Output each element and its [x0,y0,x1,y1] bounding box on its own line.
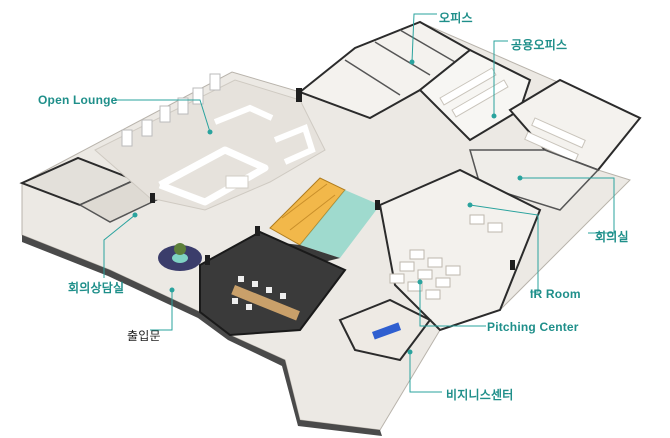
label-entrance: 출입문 [127,329,161,343]
label-pitching-center: Pitching Center [487,320,579,334]
business-desk-blue [372,322,402,340]
label-open-lounge: Open Lounge [38,93,118,107]
lounge-bench [158,146,269,206]
floor-edge [22,235,382,436]
shared-office [418,48,532,142]
leader-lines [103,13,615,393]
plant [174,243,186,255]
pitching-stage [300,190,380,258]
lounge-bench-2 [213,104,274,125]
cafe-chairs [232,276,286,310]
meeting-tables [524,117,586,163]
label-meeting-room: 회의실 [595,230,629,244]
label-office: 오피스 [439,11,473,25]
open-lounge-zone [94,79,326,211]
entrance-rug-center [172,253,188,263]
ir-seats [389,214,503,300]
lounge-table [225,175,249,189]
lounge-bench-3 [273,124,316,165]
pitching-steps [281,183,336,231]
label-shared-office: 공용오피스 [511,38,568,52]
leader-dots [132,59,523,355]
cafe-long-table [231,285,300,321]
label-consultation: 회의상담실 [68,281,125,295]
lounge-kiosks [121,73,221,147]
label-ir-room: IR Room [530,287,581,301]
pillars [150,88,515,270]
label-business-center: 비지니스센터 [446,388,514,402]
